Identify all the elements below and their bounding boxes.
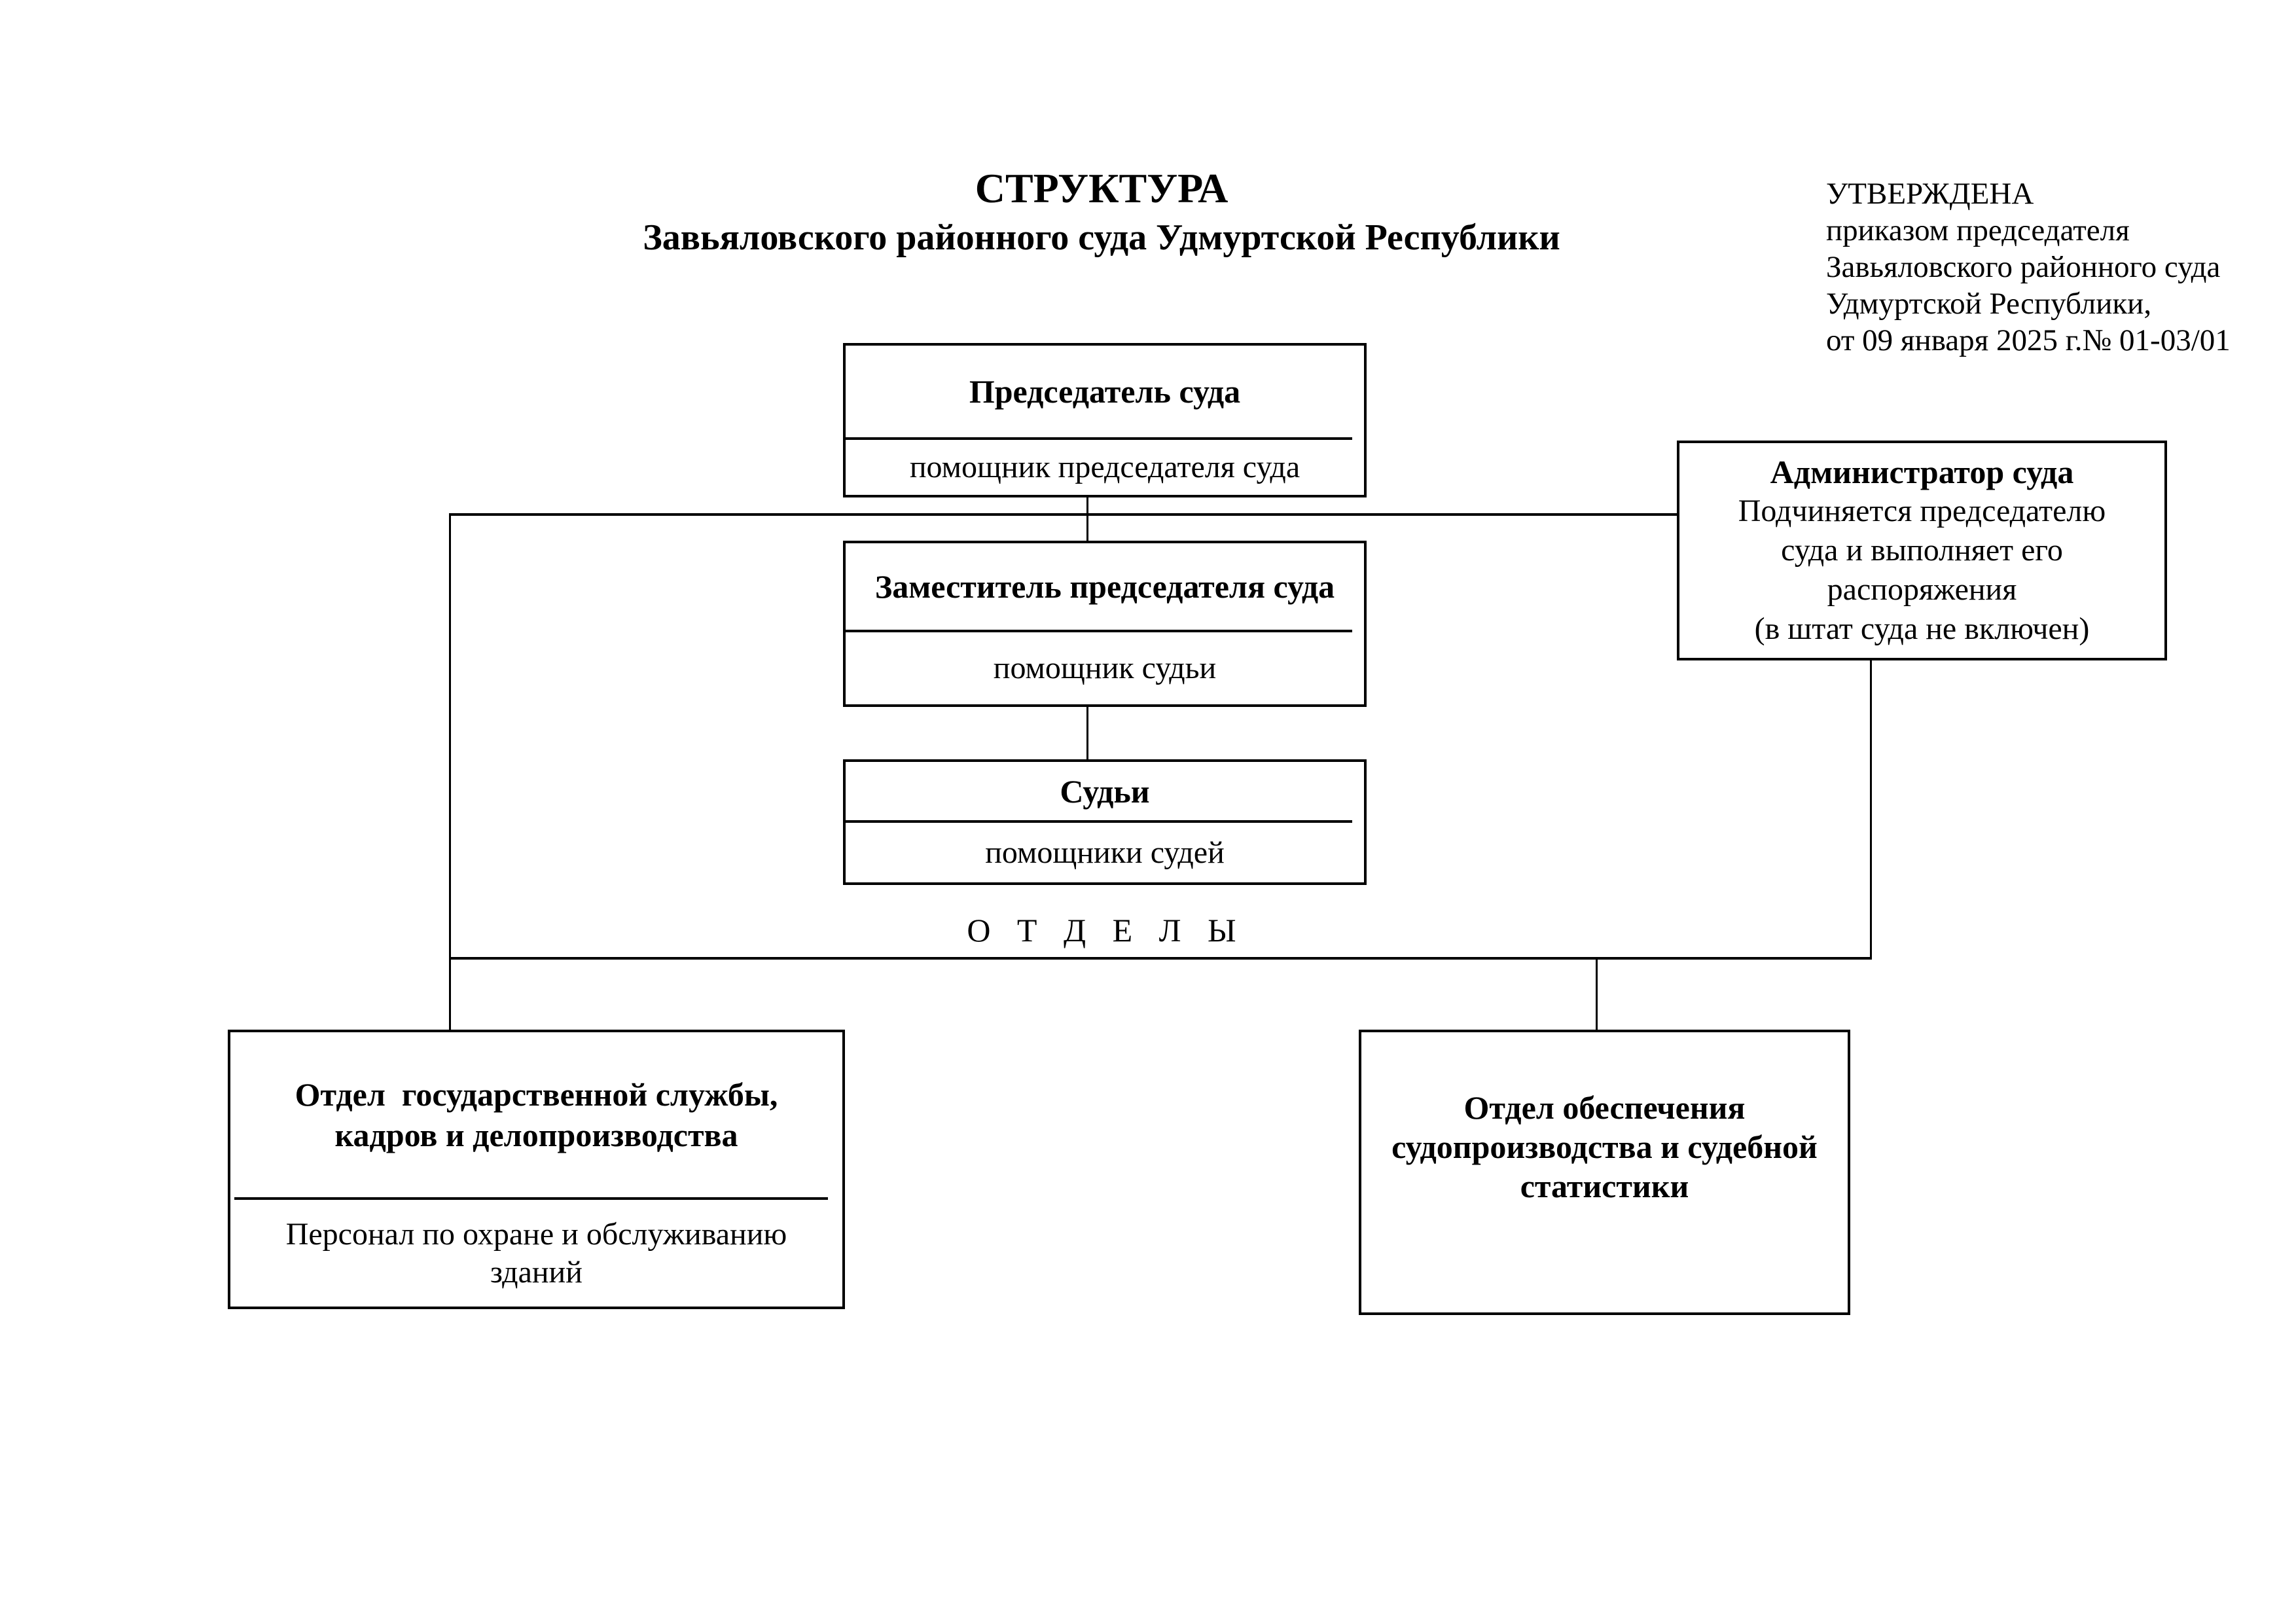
box-deputy-staff: помощник судьи	[993, 651, 1217, 685]
box-judges: Судьи помощники судей	[843, 759, 1367, 885]
connector-deputy-to-judges	[1086, 706, 1088, 761]
box-judges-title: Судьи	[1060, 772, 1150, 810]
approval-line: Удмуртской Республики,	[1826, 287, 2152, 321]
box-chairman-title: Председатель суда	[969, 373, 1241, 410]
box-chairman-divider	[846, 437, 1352, 440]
box-dept-personnel-staff-section: Персонал по охране и обслуживанию зданий	[230, 1200, 842, 1307]
approval-line: Завьяловского районного суда	[1826, 250, 2221, 284]
box-dept-personnel-title-line: Отдел государственной службы,	[295, 1076, 778, 1113]
box-chairman: Председатель суда помощник председателя …	[843, 343, 1367, 497]
box-dept-personnel-divider	[234, 1197, 828, 1200]
box-dept-personnel-title-section: Отдел государственной службы, кадров и д…	[230, 1032, 842, 1197]
box-administrator-note-line: распоряжения	[1827, 572, 2017, 607]
box-chairman-staff-section: помощник председателя суда	[846, 440, 1364, 495]
approval-line: УТВЕРЖДЕНА	[1826, 177, 2034, 211]
box-dept-personnel: Отдел государственной службы, кадров и д…	[228, 1030, 845, 1309]
box-administrator-note-line: (в штат суда не включен)	[1754, 611, 2090, 646]
connector-vertical-left-branch	[449, 513, 451, 1030]
box-administrator: Администратор суда Подчиняется председат…	[1677, 441, 2167, 660]
box-judges-staff-section: помощники судей	[846, 823, 1364, 882]
box-deputy-chairman: Заместитель председателя суда помощник с…	[843, 541, 1367, 707]
box-deputy-title-section: Заместитель председателя суда	[846, 543, 1364, 630]
box-chairman-title-section: Председатель суда	[846, 346, 1364, 437]
box-administrator-note-line: суда и выполняет его	[1781, 533, 2063, 568]
box-judges-staff: помощники судей	[985, 835, 1225, 870]
box-dept-personnel-staff-line: Персонал по охране и обслуживанию	[285, 1216, 787, 1252]
approval-line: приказом председателя	[1826, 213, 2130, 247]
box-dept-proceedings-title-line: судопроизводства и судебной	[1391, 1128, 1818, 1165]
box-dept-proceedings: Отдел обеспечения судопроизводства и суд…	[1359, 1030, 1850, 1315]
connector-horizontal-departments	[450, 957, 1872, 960]
connector-chairman-to-deputy	[1086, 496, 1088, 542]
box-deputy-title: Заместитель председателя суда	[874, 568, 1335, 605]
box-dept-proceedings-title-line: статистики	[1520, 1168, 1689, 1204]
box-judges-title-section: Судьи	[846, 762, 1364, 820]
departments-label: О Т Д Е Л Ы	[967, 912, 1246, 948]
page-title-block: СТРУКТУРА Завьяловского районного суда У…	[512, 162, 1691, 261]
connector-administrator-to-departments	[1870, 659, 1872, 958]
page-title: СТРУКТУРА	[975, 165, 1229, 211]
approval-line: от 09 января 2025 г.№ 01-03/01	[1826, 323, 2231, 357]
approval-block: УТВЕРЖДЕНА приказом председателя Завьяло…	[1826, 175, 2245, 359]
box-administrator-title: Администратор суда	[1770, 454, 2074, 490]
box-judges-divider	[846, 820, 1352, 823]
box-dept-personnel-staff-line: зданий	[490, 1254, 583, 1290]
box-deputy-staff-section: помощник судьи	[846, 632, 1364, 704]
box-dept-personnel-title-line: кадров и делопроизводства	[334, 1117, 738, 1153]
box-administrator-note-line: Подчиняется председателю	[1738, 494, 2106, 528]
page-subtitle: Завьяловского районного суда Удмуртской …	[643, 217, 1560, 258]
box-deputy-divider	[846, 630, 1352, 632]
connector-horizontal-upper	[450, 513, 1677, 516]
box-dept-proceedings-title-line: Отдел обеспечения	[1463, 1089, 1746, 1126]
connector-to-dept-proceedings	[1596, 958, 1598, 1030]
box-chairman-staff: помощник председателя суда	[909, 450, 1300, 484]
